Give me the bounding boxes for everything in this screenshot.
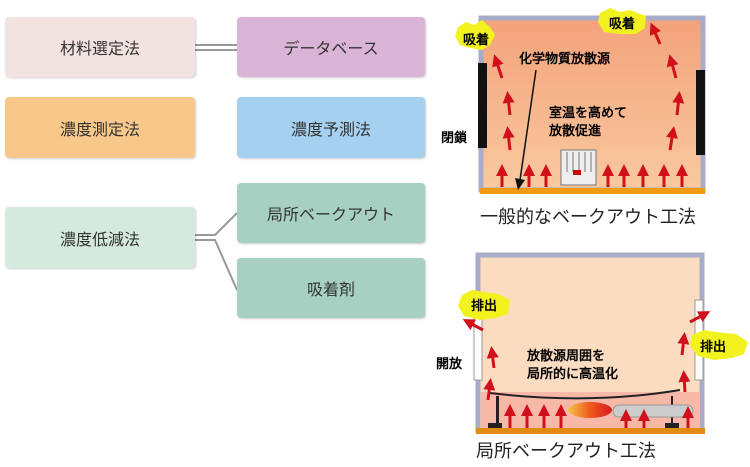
adsorb-label-left: 吸着 — [463, 32, 489, 48]
open-label: 開放 — [436, 356, 463, 372]
adsorb-burst-left — [455, 20, 495, 50]
concentration-reduction-box: 濃度低減法 — [5, 207, 195, 268]
concentration-measurement-box: 濃度測定法 — [5, 97, 195, 158]
source-label: 化学物質放散源 — [519, 51, 610, 67]
local-bakeout-box: 局所ベークアウト — [237, 183, 425, 243]
material-selection-box: 材料選定法 — [5, 17, 195, 77]
adsorbent-box: 吸着剤 — [237, 258, 425, 318]
local-heat-label-2: 局所的に高温化 — [527, 366, 618, 382]
adsorb-burst-right — [598, 8, 646, 34]
closed-label: 閉鎖 — [441, 130, 468, 146]
adsorb-label-right: 吸着 — [609, 16, 635, 32]
general-bakeout-caption: 一般的なベークアウト工法 — [480, 207, 696, 228]
heat-label-1: 室温を高めて — [549, 105, 627, 121]
exhaust-burst-left — [458, 290, 510, 320]
database-box: データベース — [237, 17, 425, 77]
exhaust-label-right: 排出 — [700, 339, 726, 355]
heat-label-2: 放散促進 — [548, 123, 601, 139]
exhaust-burst-right — [690, 330, 748, 360]
exhaust-label-left: 排出 — [471, 298, 497, 314]
local-heat-label-1: 放散源周囲を — [526, 348, 605, 364]
local-bakeout-caption: 局所ベークアウト工法 — [476, 441, 656, 462]
concentration-prediction-box: 濃度予測法 — [237, 97, 425, 158]
